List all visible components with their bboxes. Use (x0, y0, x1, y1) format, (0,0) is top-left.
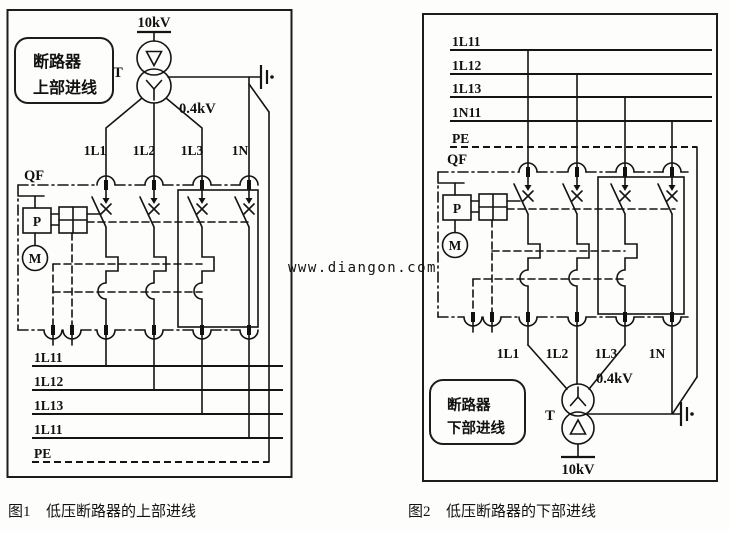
figure2-caption-text: 低压断路器的下部进线 (446, 503, 596, 520)
figure2-frame (422, 13, 718, 482)
figure1-transformer-symbol: T 0.4kV (113, 40, 216, 117)
figure1-trip-linkage-dashed (52, 221, 253, 326)
figure1-outgoing-buses: 1L11 1L12 1L13 1L11 PE (32, 334, 283, 463)
figure2-trip-linkage-dashed (472, 208, 676, 313)
figure2-bus-1l11: 1L11 (452, 34, 481, 49)
figure1-hv-label: 10kV (137, 15, 171, 31)
figure2-earthing (585, 400, 695, 428)
delta-winding-icon (145, 50, 163, 68)
figure1-bus-1l11: 1L11 (34, 350, 63, 365)
pole-group-frame (177, 189, 259, 328)
figure1-trip-unit-p: P (33, 214, 41, 229)
figure1-motor-m: M (29, 251, 42, 266)
figure2-lv-label: 0.4kV (596, 371, 633, 387)
figure1-breaker-label: QF (24, 168, 44, 184)
earth-electrode-icon (679, 400, 695, 428)
figure2-caption-number: 图2 (408, 503, 431, 520)
figure1-lv-label: 0.4kV (179, 101, 216, 117)
delta-winding-icon (569, 418, 587, 435)
figure2: 1L11 1L12 1L13 1N11 PE QF (408, 13, 718, 520)
figure1-phase-1n: 1N (232, 143, 249, 158)
figure2-phase-1n: 1N (649, 346, 666, 361)
figure1-phase-1l1: 1L1 (84, 143, 107, 158)
figure2-transformer-symbol: T 0.4kV (545, 371, 633, 445)
figure1-caption: 图1 低压断路器的上部进线 (8, 503, 196, 520)
figure1-transformer-label: T (113, 65, 123, 81)
figure1-breaker: QF P (17, 168, 260, 346)
wye-winding-icon (145, 79, 163, 101)
figure2-callout-line1: 断路器 (447, 396, 491, 414)
figure2-breaker-poles (462, 163, 685, 333)
figure1-callout-line1: 断路器 (33, 52, 82, 71)
figure1: 断路器 上部进线 10kV T 0.4kV (6, 9, 293, 520)
figure1-frame (6, 9, 293, 478)
figure2-callout-line2: 下部进线 (447, 419, 505, 437)
earth-electrode-icon (259, 63, 275, 91)
figure2-phase-1l3: 1L3 (595, 346, 618, 361)
pole-group-frame (597, 176, 685, 315)
figure2-hv-label: 10kV (561, 462, 595, 478)
figure2-bus-1l13: 1L13 (452, 81, 482, 96)
figure1-breaker-poles (42, 176, 260, 346)
figure2-phase-1l1: 1L1 (497, 346, 520, 361)
figure1-hv-feed: 10kV (137, 15, 171, 42)
figure2-callout-box: 断路器 下部进线 (429, 379, 526, 445)
figure1-bus-pe: PE (34, 446, 51, 461)
figure2-trip-unit-p: P (453, 201, 461, 216)
figure1-operating-mechanism: P M (17, 195, 101, 272)
figure1-phase-1l2: 1L2 (133, 143, 156, 158)
figure2-hv-feed: 10kV (561, 443, 595, 478)
figure1-bus-1n11: 1L11 (34, 422, 63, 437)
figure1-caption-text: 低压断路器的上部进线 (46, 503, 196, 520)
figure2-transformer-label: T (545, 408, 555, 424)
figure2-caption: 图2 低压断路器的下部进线 (408, 503, 596, 520)
figure2-breaker: QF P (437, 152, 689, 333)
figure2-bus-pe: PE (452, 131, 469, 146)
figure1-lv-fanout: 1L1 1L2 1L3 1N (84, 97, 249, 182)
figure1-earthing (167, 63, 275, 463)
watermark-text: www.diangon.com (288, 260, 437, 276)
figure1-breaker-enclosure (17, 184, 241, 331)
figure2-incoming-buses: 1L11 1L12 1L13 1N11 PE (450, 34, 712, 414)
figure2-breaker-enclosure (437, 171, 689, 318)
figure2-bus-1n11: 1N11 (452, 105, 482, 120)
figure1-bus-1l12: 1L12 (34, 374, 64, 389)
figure2-motor-m: M (449, 238, 462, 253)
figure2-operating-mechanism: P M (437, 182, 521, 259)
figure2-bus-1l12: 1L12 (452, 58, 482, 73)
wye-winding-icon (569, 386, 587, 407)
figure1-bus-1l13: 1L13 (34, 398, 64, 413)
figure1-callout-line2: 上部进线 (33, 78, 97, 97)
figure1-callout-box: 断路器 上部进线 (14, 37, 114, 104)
figure1-caption-number: 图1 (8, 503, 31, 520)
figure1-phase-1l3: 1L3 (181, 143, 204, 158)
figure2-phase-1l2: 1L2 (546, 346, 569, 361)
figure2-breaker-label: QF (447, 152, 467, 168)
figure2-lv-fanin: 1L1 1L2 1L3 1N (497, 321, 673, 414)
